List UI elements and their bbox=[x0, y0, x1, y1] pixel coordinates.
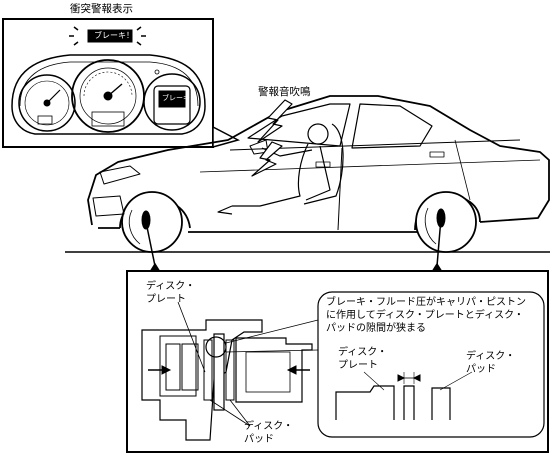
explanation-text: ブレーキ・フルード圧がキャリパ・ピストン に作用してディスク・プレートとディスク… bbox=[326, 296, 526, 335]
car-illustration bbox=[87, 95, 550, 253]
cluster-warning-display bbox=[87, 29, 133, 43]
disc-pad-label: ディスク・ パッド bbox=[244, 420, 293, 446]
detail-disc-pad-label: ディスク・ パッド bbox=[466, 350, 515, 376]
panel-display-text: ブレーキ！ bbox=[162, 94, 197, 102]
explanation-line-3: パッドの隙間が狭まる bbox=[326, 323, 426, 334]
detail-disc-plate-label-line-2: プレート bbox=[338, 360, 378, 371]
panel-warning-display bbox=[158, 90, 186, 108]
detail-disc-plate-label-line-1: ディスク・ bbox=[338, 347, 388, 358]
detail-disc-pad-label-line-1: ディスク・ bbox=[466, 351, 516, 362]
explanation-line-1: ブレーキ・フルード圧がキャリパ・ピストン bbox=[326, 297, 526, 308]
disc-pad-label-line-1: ディスク・ bbox=[244, 421, 294, 432]
warning-sound-label: 警報音吹鳴 bbox=[258, 86, 311, 98]
detail-disc-plate-label: ディスク・ プレート bbox=[338, 346, 387, 372]
detail-disc-pad-label-line-2: パッド bbox=[466, 364, 496, 375]
cluster-display-text: ブレーキ！ bbox=[94, 31, 134, 40]
disc-pad-label-line-2: パッド bbox=[244, 434, 274, 445]
explanation-line-2: に作用してディスク・プレートとディスク・ bbox=[326, 310, 524, 321]
disc-plate-label-line-1: ディスク・ bbox=[146, 281, 196, 292]
brake-detail-box bbox=[126, 270, 549, 453]
disc-plate-label: ディスク・ プレート bbox=[146, 280, 195, 306]
collision-warning-display-label: 衝突警報表示 bbox=[70, 3, 133, 15]
disc-plate-label-line-2: プレート bbox=[146, 294, 186, 305]
